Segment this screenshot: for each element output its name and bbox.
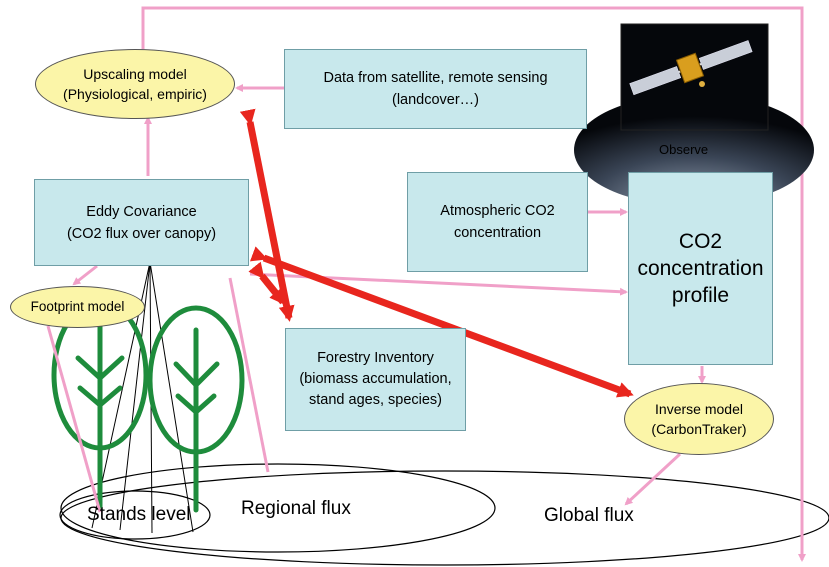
arrow-eddy-inverse — [249, 246, 634, 398]
regional-flux-ellipse — [60, 463, 496, 553]
satellite-data-box: Data from satellite, remote sensing (lan… — [284, 49, 587, 129]
atmospheric-co2-box: Atmospheric CO2 concentration — [407, 172, 588, 272]
co2-concentration-profile-box: CO2 concentration profile — [628, 172, 773, 365]
footprint-label: Footprint model — [30, 299, 125, 314]
regional-flux-label: Regional flux — [241, 498, 351, 519]
observe-label: Observe — [659, 142, 709, 157]
arrow-top-loop — [141, 6, 806, 562]
forestry-line-3: stand ages, species) — [309, 392, 442, 408]
inverse-line-2: (CarbonTraker) — [651, 421, 747, 437]
profile-line-2: concentration — [637, 257, 764, 280]
arrow-inverse-to-global — [624, 452, 682, 506]
upscaling-line-2: (Physiological, empiric) — [63, 86, 207, 102]
line-eddy-to-regional — [228, 277, 270, 473]
satellite-data-line-1: Data from satellite, remote sensing — [323, 70, 548, 86]
atmospheric-line-1: Atmospheric CO2 — [440, 203, 555, 219]
footprint-model-oval: Footprint model — [10, 286, 145, 328]
upscaling-model-oval: Upscaling model (Physiological, empiric) — [35, 49, 235, 119]
inverse-line-1: Inverse model — [655, 401, 743, 417]
line-footprint-to-stands — [46, 325, 102, 513]
tree-icon — [147, 305, 245, 513]
stands-level-ellipse — [59, 490, 211, 540]
stands-level-label: Stands level — [87, 504, 191, 525]
eddy-line-1: Eddy Covariance — [86, 203, 197, 220]
global-flux-ellipse — [60, 470, 829, 566]
profile-line-1: CO2 — [678, 230, 723, 253]
forestry-inventory-box: Forestry Inventory (biomass accumulation… — [285, 328, 466, 431]
global-flux-label: Global flux — [544, 505, 634, 526]
red-arrows — [239, 108, 634, 398]
forestry-line-2: (biomass accumulation, — [299, 371, 452, 387]
atmospheric-line-2: concentration — [453, 225, 542, 241]
arrow-eddy-to-footprint — [72, 264, 98, 286]
inverse-model-oval: Inverse model (CarbonTraker) — [624, 383, 774, 455]
tree-icon — [51, 299, 149, 511]
eddy-covariance-box: Eddy Covariance (CO2 flux over canopy) — [34, 179, 249, 266]
eddy-line-2: (CO2 flux over canopy) — [66, 225, 217, 242]
satellite-data-line-2: (landcover…) — [391, 92, 480, 108]
upscaling-line-1: Upscaling model — [83, 66, 187, 82]
profile-line-3: profile — [671, 284, 730, 307]
flux-ellipses — [59, 463, 829, 566]
forestry-line-1: Forestry Inventory — [317, 350, 434, 366]
